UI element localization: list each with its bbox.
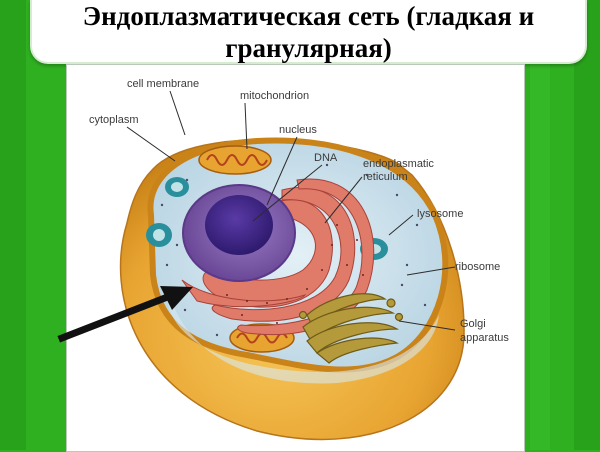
nucleus xyxy=(182,184,296,282)
nucleolus xyxy=(205,195,273,255)
label-er-line2: reticulum xyxy=(363,171,408,183)
mitochondrion-top xyxy=(198,145,272,175)
label-lysosome: lysosome xyxy=(417,208,463,220)
label-leader-lines xyxy=(126,90,456,331)
label-golgi-line2: apparatus xyxy=(460,332,509,344)
label-ribosome: ribosome xyxy=(455,261,500,273)
background-stripe-right xyxy=(574,0,600,450)
background-stripe-right-inner xyxy=(530,0,550,450)
background-stripe-left xyxy=(0,0,26,450)
slide-title-line-2: гранулярная) xyxy=(225,33,392,63)
cell-diagram-panel: cell membrane cytoplasm mitochondrion nu… xyxy=(66,64,525,452)
label-nucleus: nucleus xyxy=(279,124,317,136)
slide-title-line-1: Эндоплазматическая сеть (гладкая и xyxy=(82,1,535,31)
cell-diagram: cell membrane cytoplasm mitochondrion nu… xyxy=(89,78,509,441)
label-dna: DNA xyxy=(314,152,338,164)
label-er-line1: endoplasmatic xyxy=(363,158,434,170)
label-cytoplasm: cytoplasm xyxy=(89,114,139,126)
lysosome-left-top xyxy=(165,177,189,197)
golgi-apparatus xyxy=(298,293,404,364)
label-golgi-line1: Golgi xyxy=(460,318,486,330)
label-cell-membrane: cell membrane xyxy=(127,78,199,90)
slide-title-box: Эндоплазматическая сеть (гладкая и грану… xyxy=(30,0,587,64)
lysosome-left-bottom xyxy=(146,223,172,247)
label-mitochondrion: mitochondrion xyxy=(240,90,309,102)
